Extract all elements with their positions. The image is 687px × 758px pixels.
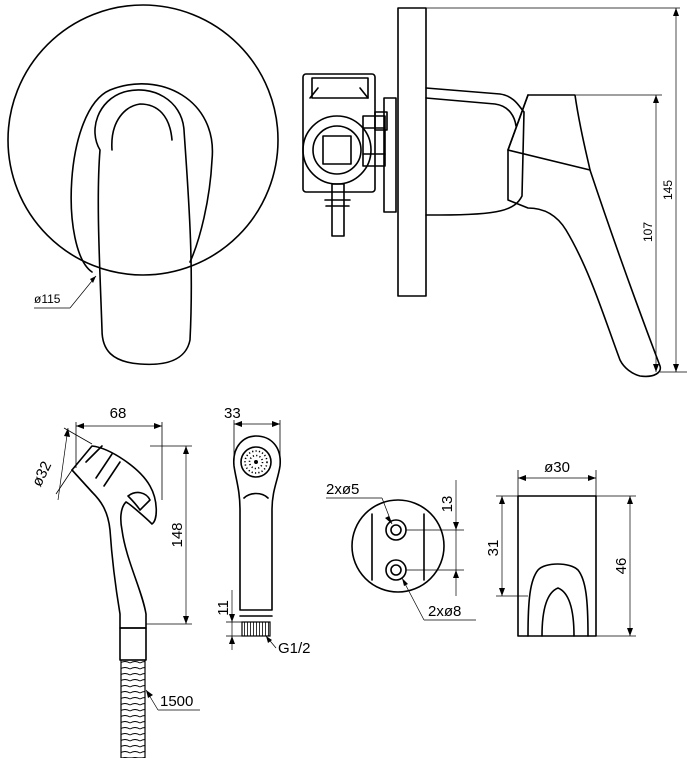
mount-height-label: 31 [485,540,502,557]
hand-shower-front-body [233,435,281,611]
hole-spacing-label: 13 [439,496,456,513]
holder-cradle [527,563,589,637]
thread [241,621,271,637]
large-holes-label: 2xø8 [428,603,461,620]
small-holes-label: 2xø5 [326,481,359,498]
depth-label: 33 [224,405,241,422]
holder-diameter-label: ø30 [544,459,570,476]
plate-diameter-label: ø115 [34,292,61,306]
length-label: 148 [169,522,186,547]
hand-shower-side: ø32 68 148 1500 [29,405,200,758]
lever-front-inner [111,103,173,151]
head-diameter-label: ø32 [29,459,56,490]
plate-inner-arc [70,83,214,273]
side-view: 145 107 [302,7,687,378]
lever-side-profile [425,87,525,216]
lever-handle [507,94,662,378]
holder-mount-view: 2xø5 13 2xø8 [326,480,476,621]
width-label: 68 [110,405,127,422]
spray-nozzle-icon [240,446,272,478]
hose-connector [119,627,147,661]
thread-length-label: 11 [215,600,232,616]
holder-front-view: ø30 31 46 [485,459,636,637]
cover-plate-outline [7,4,279,276]
valve-body [302,73,397,237]
hand-shower-body [71,445,158,629]
hand-shower-front: 33 11 G1/2 [215,405,311,657]
lever-height-label: 107 [641,222,655,242]
holder-base-outline [351,499,445,593]
holder-height-label: 46 [613,558,630,575]
front-view: ø115 [7,4,279,366]
thread-size-label: G1/2 [278,640,311,657]
total-height-label: 145 [661,180,675,200]
lever-front [94,89,193,366]
hose [120,659,146,758]
wall-plate [397,7,427,297]
hose-length-label: 1500 [160,693,193,710]
holder-body [517,495,597,637]
